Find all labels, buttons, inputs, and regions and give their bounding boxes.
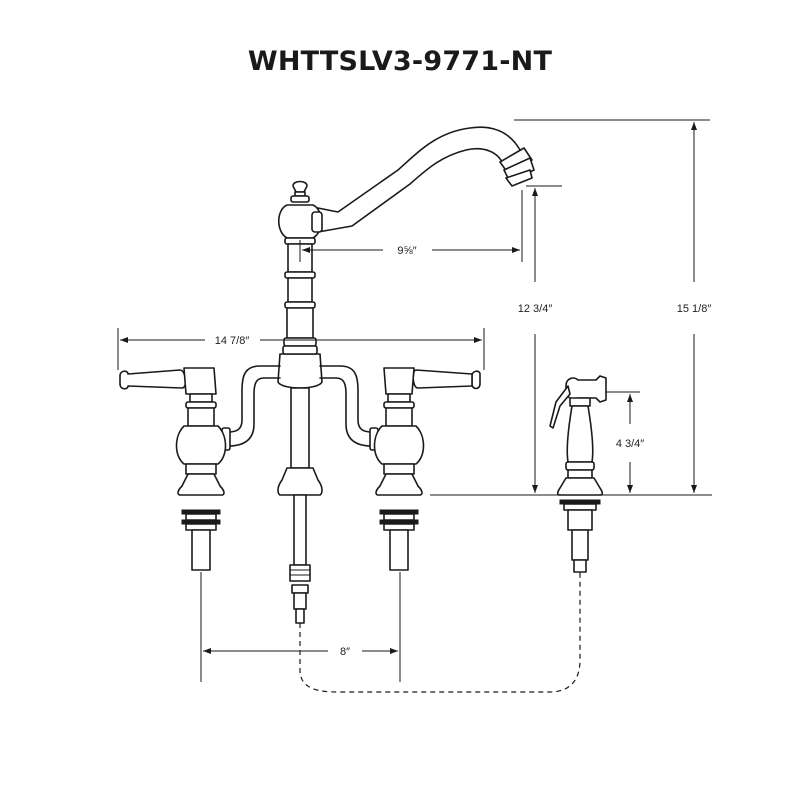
label-handle-span: 14 7/8″ (215, 335, 250, 347)
dim-spout-height (526, 185, 562, 493)
label-sprayer-height: 4 3/4″ (616, 438, 644, 450)
left-valve (119, 367, 227, 571)
side-sprayer (549, 375, 607, 573)
label-center-spacing: 8″ (340, 646, 350, 658)
dim-center-spacing (200, 572, 401, 682)
center-column (277, 180, 323, 624)
dim-spout-reach (299, 190, 523, 262)
spout (317, 126, 535, 233)
dim-total-height (514, 119, 710, 493)
label-spout-reach: 9⅝″ (397, 245, 416, 257)
dim-sprayer-height (606, 391, 640, 493)
dim-handle-span (117, 328, 485, 370)
model-title: WHTTSLV3-9771-NT (247, 46, 553, 77)
label-total-height: 15 1/8″ (677, 303, 712, 315)
sprayer-hose (299, 572, 581, 693)
right-valve (373, 367, 481, 571)
label-spout-height: 12 3/4″ (518, 303, 553, 315)
